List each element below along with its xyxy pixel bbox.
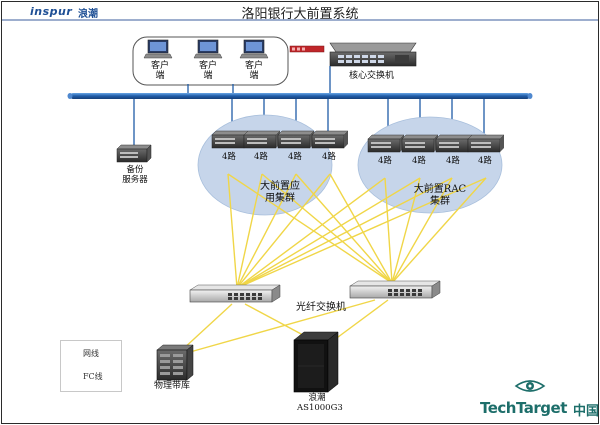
rac-cluster-label-line2: 集群 [430,195,450,207]
inspur-logo: inspur 浪潮 [30,5,104,20]
core-switch-icon [329,42,417,67]
client-label-1-line2: 端 [155,71,165,82]
client-label-1-line1: 客户 [150,61,169,71]
techtarget-brand: TechTarget [480,399,567,417]
legend-network-label: 网线 [81,348,101,359]
rac-cluster-label-line1: 大前置RAC [413,184,467,195]
tape-library-label: 物理带库 [154,381,191,391]
rac-cluster-server-icons [367,134,505,153]
rac-server-label-3: 4路 [446,156,460,166]
client-label-2-line1: 客户 [198,61,217,71]
fc-switch-label: 光纤交换机 [296,302,346,313]
laptop-icon-3 [239,39,269,59]
app-server-label-2: 4路 [254,152,268,162]
client-label-3-line1: 客户 [244,61,263,71]
firewall-icon [289,45,325,53]
app-server-label-4: 4路 [322,152,336,162]
laptop-icon-2 [193,39,223,59]
storage-array-icon [293,331,339,393]
fc-lines [181,173,487,353]
fc-switch-icon-right [349,280,441,299]
network-bus [70,93,530,99]
rac-server-label-4: 4路 [478,156,492,166]
app-server-label-1: 4路 [222,152,236,162]
network-bus-cap-right [527,93,533,99]
legend-fc-label: FC线 [81,371,105,382]
rac-server-label-2: 4路 [412,156,426,166]
fc-switch-icon-left [189,284,281,303]
app-server-label-3: 4路 [288,152,302,162]
backup-server-icon [116,144,152,163]
legend-fc-row: FC线 [64,371,118,383]
client-label-1: 客户 端 [150,61,170,82]
client-label-3: 客户 端 [244,61,264,82]
techtarget-brand-cn: 中国 [573,404,600,419]
rac-server-label-1: 4路 [378,156,392,166]
core-switch-label: 核心交换机 [349,71,395,81]
backup-server-label-line1: 备份 [126,165,144,175]
laptop-icon-1 [143,39,173,59]
storage-label-line1: 浪潮 [308,393,326,403]
app-cluster-label-line2: 用集群 [265,192,295,204]
techtarget-logo-icon [514,380,546,392]
backup-server-label-line2: 服务器 [122,174,148,185]
rac-cluster-label: 大前置RAC 集群 [408,184,472,207]
app-cluster-server-icons [211,130,349,149]
app-cluster-label-line1: 大前置应 [260,181,300,192]
legend-box: 网线 FC线 [60,340,122,392]
backup-server-label: 备份 服务器 [117,165,153,186]
client-label-2: 客户 端 [198,61,218,82]
client-label-3-line2: 端 [249,71,259,82]
diagram-title: 洛阳银行大前置系统 [241,7,359,22]
inspur-logo-cn: 浪潮 [78,9,98,20]
inspur-logo-text: inspur [30,5,73,18]
legend-network-row: 网线 [64,348,118,360]
storage-label: 浪潮 AS1000G3 [297,393,343,414]
app-cluster-label: 大前置应 用集群 [250,181,310,204]
storage-label-line2: AS1000G3 [297,402,343,413]
tape-library-icon [156,344,194,381]
client-label-2-line2: 端 [203,71,213,82]
network-bus-cap-left [67,93,73,99]
